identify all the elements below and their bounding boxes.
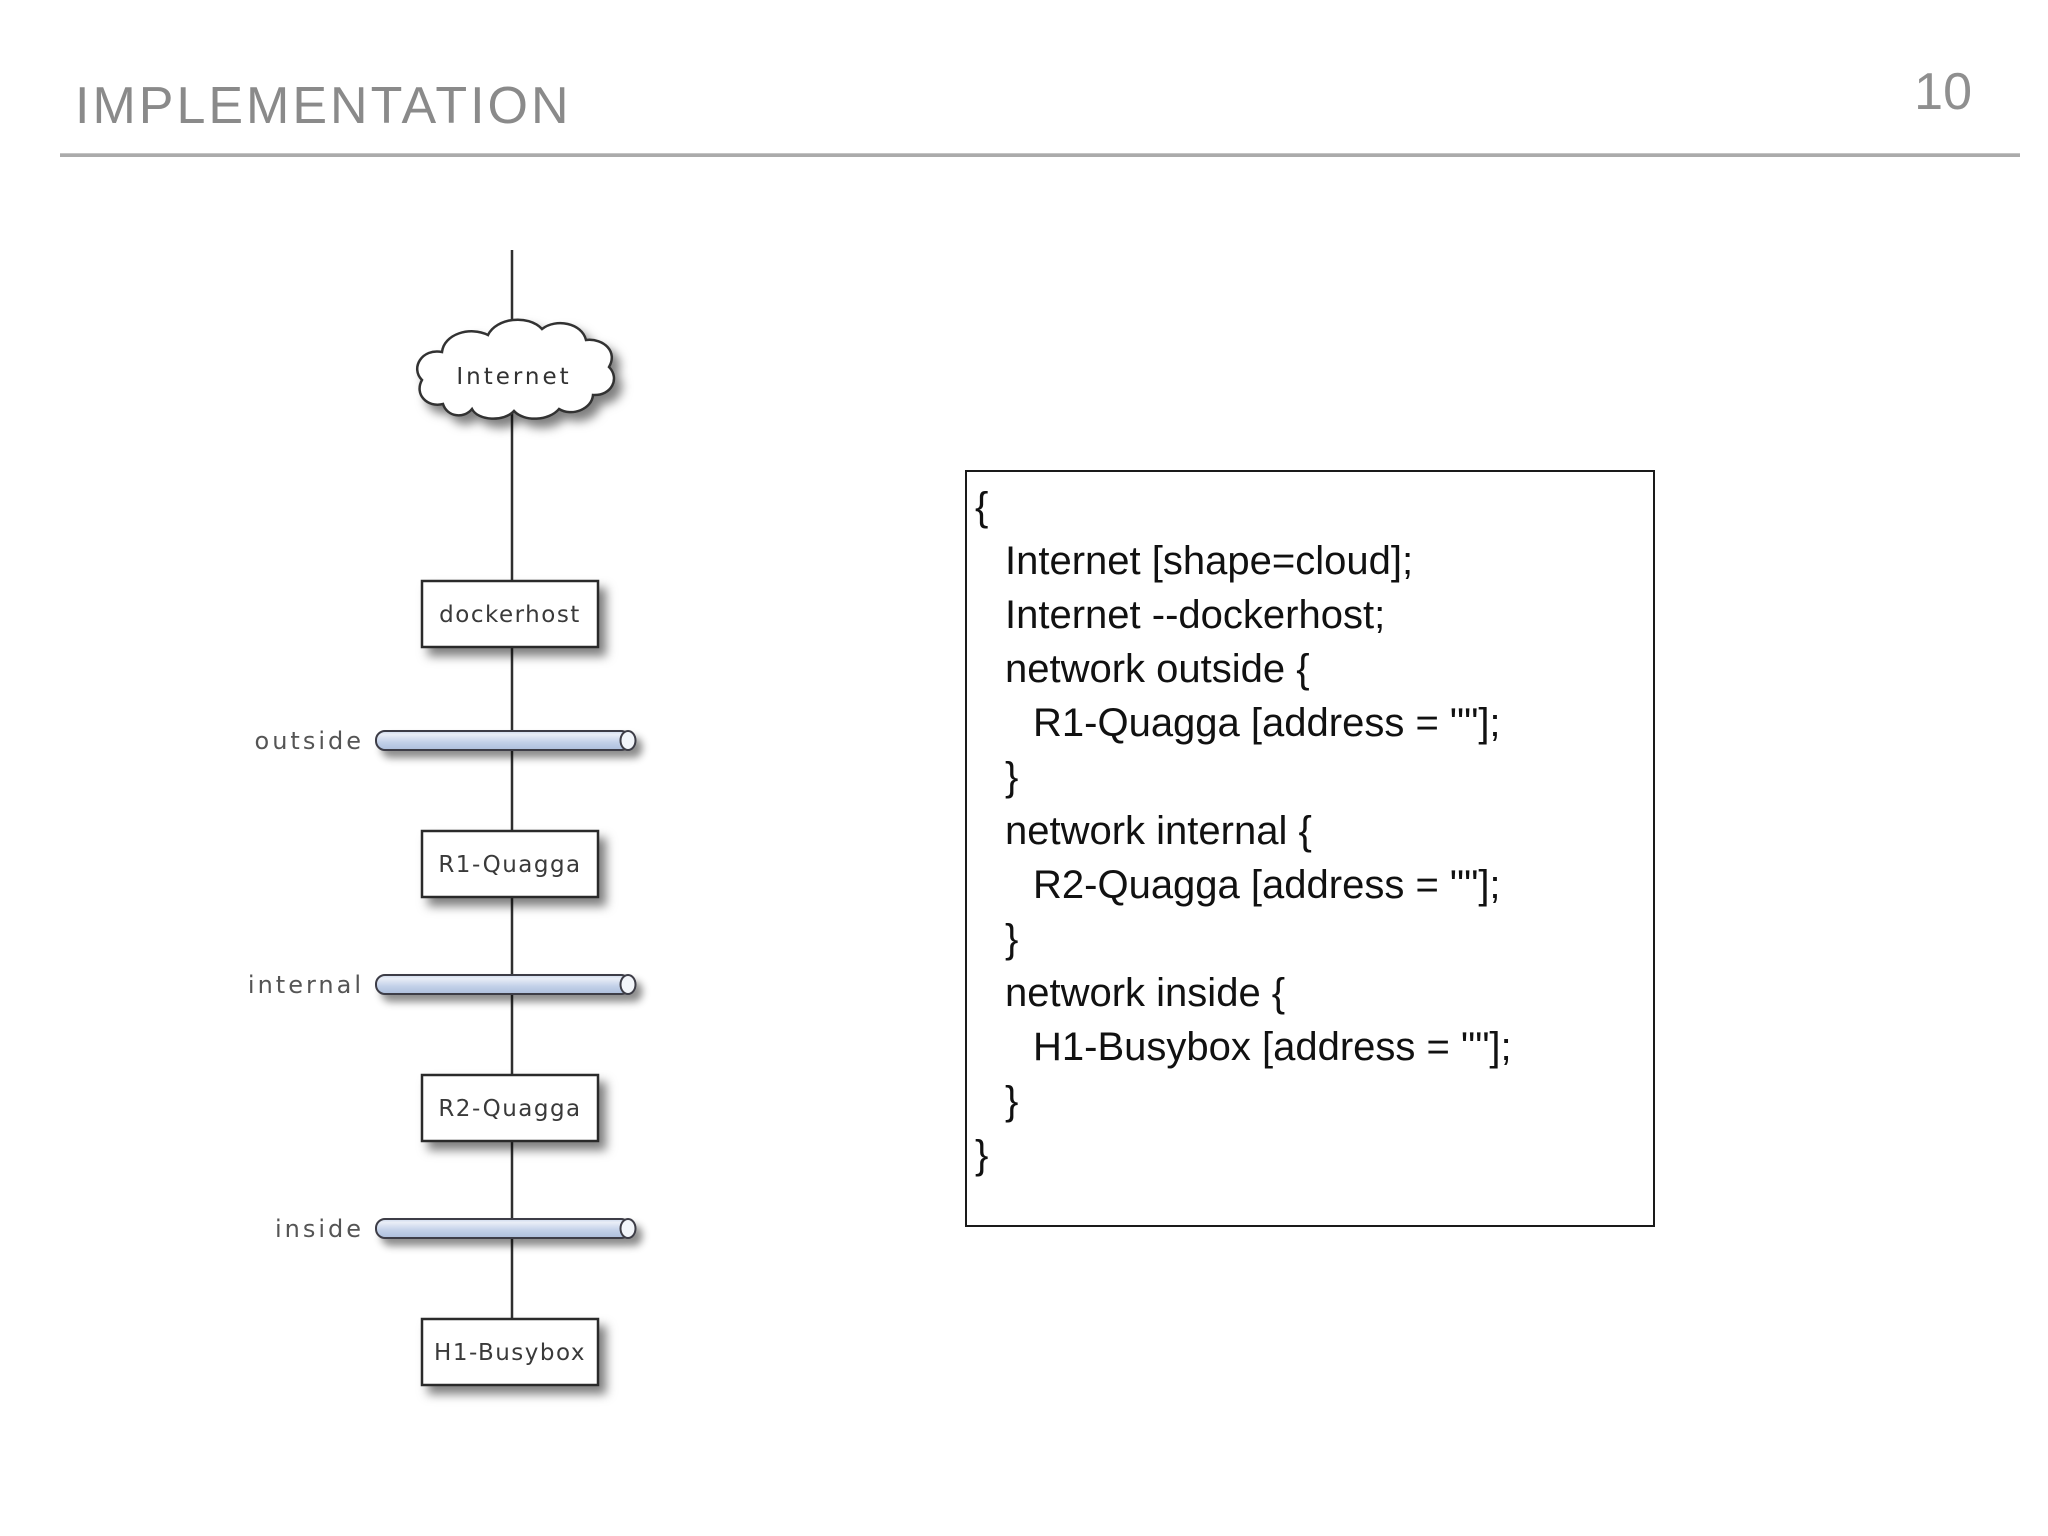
cloud-label: Internet bbox=[456, 364, 571, 390]
network-bar-inside: inside bbox=[275, 1215, 637, 1243]
network-bar-outside: outside bbox=[255, 727, 637, 755]
network-bar-internal: internal bbox=[248, 971, 637, 999]
node-label: R2-Quagga bbox=[438, 1096, 581, 1122]
internet-cloud-node: Internet bbox=[416, 318, 616, 420]
node-r1-quagga: R1-Quagga bbox=[420, 829, 600, 899]
code-line: } bbox=[1005, 1079, 1019, 1123]
title-divider bbox=[60, 153, 2020, 157]
network-topology-diagram: Internet dockerhost outside R1-Quagga bbox=[248, 250, 637, 1387]
code-line: R1-Quagga [address = ""]; bbox=[1033, 701, 1501, 745]
code-line: R2-Quagga [address = ""]; bbox=[1033, 863, 1501, 907]
code-line: } bbox=[1005, 755, 1019, 799]
cloud-icon bbox=[416, 318, 616, 420]
code-line: Internet --dockerhost; bbox=[1005, 593, 1386, 637]
node-label: dockerhost bbox=[439, 602, 581, 628]
code-line: network inside { bbox=[1005, 971, 1286, 1015]
node-h1-busybox: H1-Busybox bbox=[420, 1317, 600, 1387]
page-number: 10 bbox=[1914, 63, 1972, 121]
network-label-outside: outside bbox=[255, 727, 364, 755]
code-line: Internet [shape=cloud]; bbox=[1005, 539, 1414, 583]
node-dockerhost: dockerhost bbox=[420, 579, 600, 649]
network-label-internal: internal bbox=[248, 971, 364, 999]
network-label-inside: inside bbox=[275, 1215, 364, 1243]
bar-end-cap bbox=[619, 730, 637, 751]
bar-end-cap bbox=[619, 974, 637, 995]
code-line: network outside { bbox=[1005, 647, 1310, 691]
code-line: } bbox=[975, 1133, 989, 1177]
page-title: IMPLEMENTATION bbox=[75, 77, 572, 135]
node-r2-quagga: R2-Quagga bbox=[420, 1073, 600, 1143]
code-line: { bbox=[975, 485, 989, 529]
code-line: H1-Busybox [address = ""]; bbox=[1033, 1025, 1512, 1069]
code-line: network internal { bbox=[1005, 809, 1312, 853]
code-block: { Internet [shape=cloud]; Internet --docke… bbox=[965, 470, 1655, 1227]
node-label: R1-Quagga bbox=[438, 852, 581, 878]
node-label: H1-Busybox bbox=[434, 1340, 586, 1366]
bar-end-cap bbox=[619, 1218, 637, 1239]
code-line: } bbox=[1005, 917, 1019, 961]
